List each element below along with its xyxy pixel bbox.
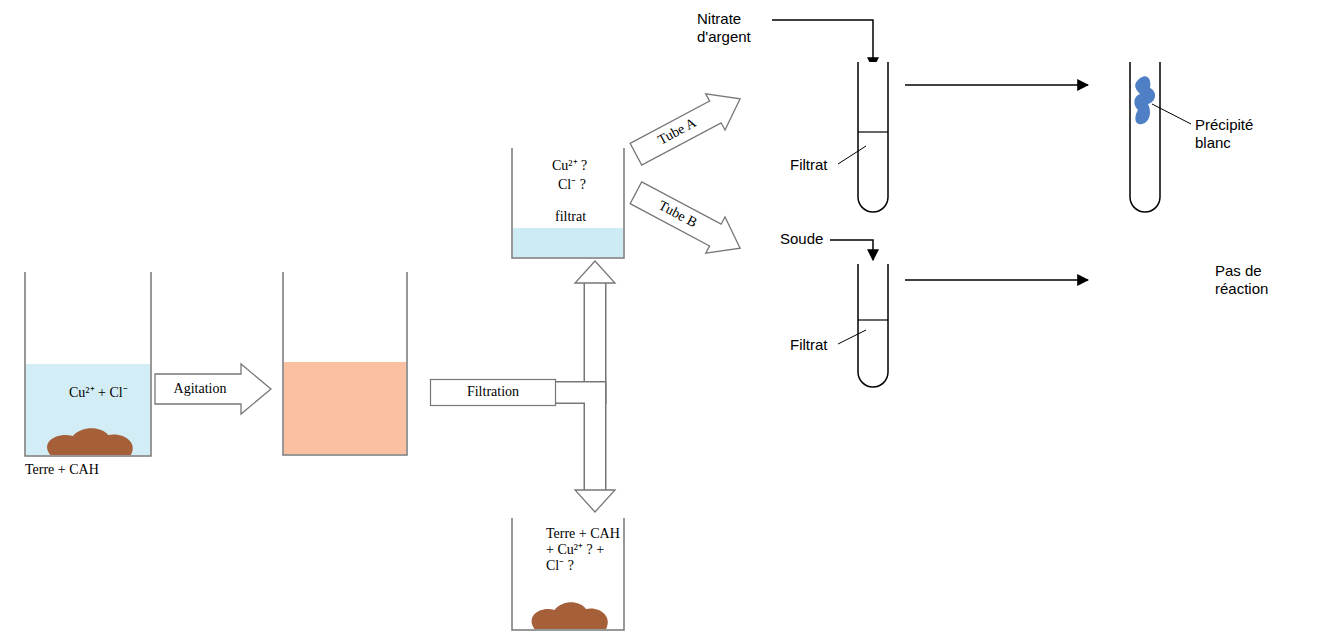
precipitate <box>1134 76 1155 124</box>
test-tube <box>1130 62 1160 212</box>
liquid-level <box>858 319 888 320</box>
soil <box>47 428 133 455</box>
box-outline <box>431 380 556 406</box>
reagent-arrow <box>772 20 873 68</box>
result-arrow <box>905 84 1088 86</box>
leader-line <box>838 330 866 344</box>
arrow-head <box>575 261 615 283</box>
process-arrow: Tube A <box>626 80 749 172</box>
arrow-outline <box>556 283 595 393</box>
result-label: Pas de réaction <box>1215 262 1295 298</box>
arrow-head <box>575 490 615 512</box>
result-label: Précipité blanc <box>1195 116 1275 152</box>
reagent-label: Soude <box>780 230 828 248</box>
beaker-outline <box>512 148 624 258</box>
process-arrow: Tube B <box>626 174 749 266</box>
part-label: Filtrat <box>790 156 836 174</box>
beaker-outline <box>283 272 407 455</box>
node-text: filtrat <box>555 209 586 225</box>
test-tube <box>858 62 888 212</box>
reagent-arrow <box>830 240 873 260</box>
arrow-fill <box>556 283 595 393</box>
soil <box>532 602 608 629</box>
beaker: Cu²⁺ ? Cl⁻ ? filtrat <box>512 148 624 258</box>
node-text: Cu²⁺ + Cl⁻ <box>69 385 128 401</box>
test-tube <box>858 264 888 387</box>
liquid <box>26 364 150 455</box>
mixture-liquid <box>284 362 406 454</box>
node-text: Cu²⁺ ? <box>552 158 587 174</box>
reagent-label: Nitrate d'argent <box>697 10 769 46</box>
node-text: Terre + CAH <box>25 462 99 478</box>
hollow-arrow <box>556 393 615 513</box>
node-text: Filtration <box>467 384 519 400</box>
liquid <box>513 228 623 257</box>
beaker-outline <box>512 518 624 630</box>
leader-line <box>838 146 866 164</box>
process-box: Filtration <box>430 379 556 406</box>
arrow-outline <box>626 80 749 172</box>
arrow-outline <box>556 393 595 491</box>
beaker: Cu²⁺ + Cl⁻Terre + CAH <box>25 272 151 456</box>
result-arrow <box>905 279 1088 281</box>
node-text: Agitation <box>174 381 227 397</box>
part-label: Filtrat <box>790 336 836 354</box>
node-text: Cl⁻ ? <box>558 177 586 193</box>
node-text: Terre + CAH + Cu²⁺ ? + Cl⁻ ? <box>546 526 622 574</box>
liquid-level <box>858 131 888 132</box>
arrow-fill <box>556 393 595 491</box>
beaker-outline <box>25 272 151 456</box>
arrow-outline <box>626 174 749 266</box>
arrow-outline <box>155 364 271 414</box>
beaker: Terre + CAH + Cu²⁺ ? + Cl⁻ ? <box>512 518 624 630</box>
leader-line <box>1152 104 1191 124</box>
beaker-outline <box>25 272 151 456</box>
process-arrow: Agitation <box>155 364 271 414</box>
hollow-arrow <box>556 261 615 393</box>
